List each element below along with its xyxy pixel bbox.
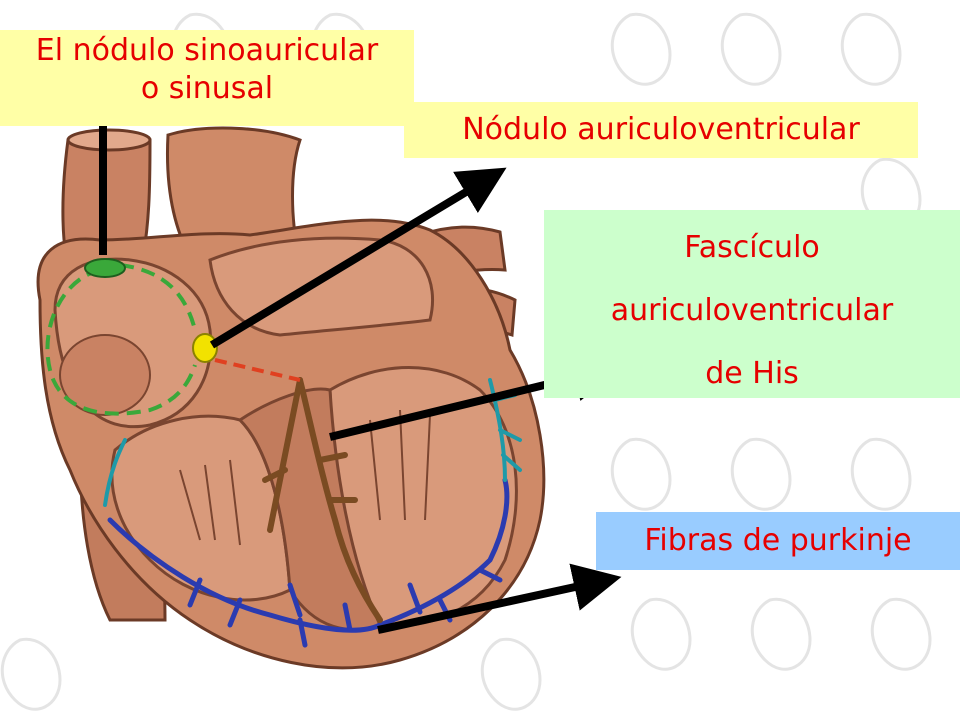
label-sinoatrial-node: El nódulo sinoauricular o sinusal bbox=[0, 30, 414, 126]
arrow-to-purkinje-label bbox=[377, 563, 622, 634]
label-sinoatrial-line-2: o sinusal bbox=[140, 70, 274, 106]
label-av-node: Nódulo auriculoventricular bbox=[404, 102, 918, 158]
atrioventricular-node bbox=[192, 333, 218, 363]
label-av-node-text: Nódulo auriculoventricular bbox=[462, 112, 860, 147]
label-his-line-1: Fascículo bbox=[684, 230, 820, 265]
label-his-line-3: de His bbox=[705, 356, 799, 391]
heart-illustration bbox=[36, 126, 546, 670]
label-purkinje-text: Fibras de purkinje bbox=[644, 523, 912, 558]
left-atrium bbox=[208, 236, 435, 337]
arrow-to-av-node-label bbox=[209, 167, 507, 349]
label-purkinje-fibers: Fibras de purkinje bbox=[596, 512, 960, 570]
label-bundle-of-his: Fascículo auriculoventricular de His bbox=[544, 210, 960, 398]
label-his-line-2: auriculoventricular bbox=[610, 293, 894, 328]
atrial-conduction-path bbox=[45, 263, 197, 416]
purkinje-fibers bbox=[107, 477, 510, 648]
sinoatrial-node bbox=[84, 258, 126, 278]
background-watermark-pattern bbox=[0, 12, 932, 711]
av-conduction-path bbox=[214, 358, 301, 382]
bundle-of-his bbox=[262, 377, 383, 623]
label-sinoatrial-line-1: El nódulo sinoauricular bbox=[35, 33, 379, 68]
